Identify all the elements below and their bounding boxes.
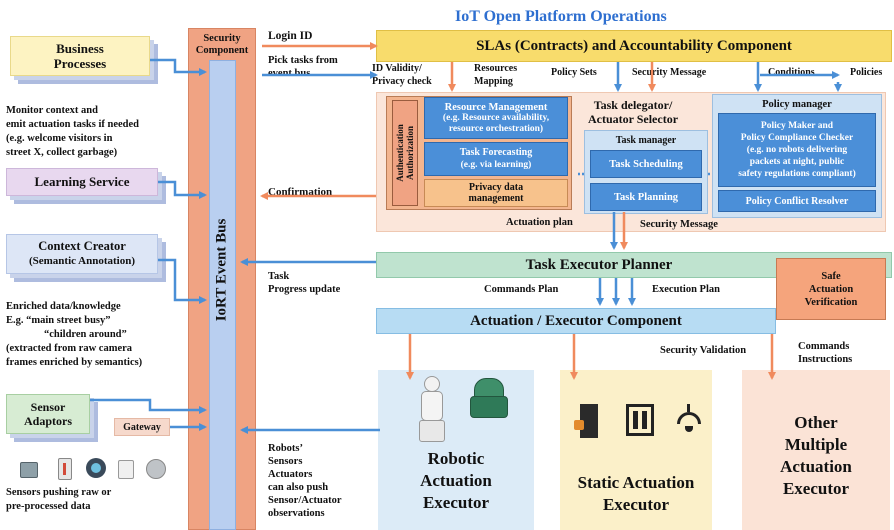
resources-mapping-label: Resources Mapping	[474, 63, 518, 87]
auth-label: Authentication Authorization	[395, 124, 415, 182]
speaker-sensor-icon	[146, 459, 166, 479]
confirmation-label: Confirmation	[268, 186, 333, 198]
context-creator-sublabel: (Semantic Annotation)	[28, 255, 136, 267]
policy-conflict-resolver-box: Policy Conflict Resolver	[718, 190, 876, 212]
camera-sensor-icon	[86, 458, 106, 478]
policy-maker-box: Policy Maker and Policy Compliance Check…	[718, 113, 876, 187]
security-message-label: Security Message	[632, 67, 707, 78]
policies-label: Policies	[850, 67, 883, 78]
phone-sensor-icon	[20, 462, 38, 478]
sla-label: SLAs (Contracts) and Accountability Comp…	[476, 37, 792, 54]
learning-service-box: Learning Service	[6, 168, 158, 196]
learning-service-label: Learning Service	[34, 174, 130, 189]
login-id-label: Login ID	[268, 30, 313, 42]
static-executor-label: Static Actuation Executor	[577, 473, 695, 514]
context-creator-label: Context Creator	[38, 239, 126, 253]
robots-text: Robots’ Sensors Actuators can also push …	[268, 443, 342, 519]
security-validation-label: Security Validation	[660, 345, 747, 356]
sensor-adaptors-box: Sensor Adaptors	[6, 394, 90, 434]
pick-tasks-label: Pick tasks from event bus	[268, 55, 338, 79]
privacy-data-box: Privacy data management	[424, 179, 568, 207]
thermometer-sensor-icon	[58, 458, 72, 480]
policy-sets-label: Policy Sets	[551, 67, 597, 78]
lamp-icon	[674, 404, 704, 438]
gateway-box: Gateway	[114, 418, 170, 436]
task-manager-label: Task manager	[615, 135, 677, 146]
switch-sensor-icon	[118, 460, 134, 479]
auth-strip	[392, 100, 418, 206]
gateway-label: Gateway	[123, 421, 161, 433]
task-planning-box: Task Planning	[590, 183, 702, 211]
sensors-text: Sensors pushing raw or pre-processed dat…	[6, 487, 112, 512]
monitor-text: Monitor context and emit actuation tasks…	[6, 105, 139, 158]
task-forecasting-box: Task Forecasting (e.g. via learning)	[424, 142, 568, 176]
resource-management-box: Resource Management (e.g. Resource avail…	[424, 97, 568, 139]
policy-manager-title: Policy manager	[762, 99, 832, 110]
security-component-label: Security Component	[195, 33, 249, 56]
elevator-icon	[626, 404, 654, 436]
safe-actuation-box: Safe Actuation Verification	[776, 258, 886, 320]
event-bus-label: IoRT Event Bus	[213, 218, 230, 322]
business-processes-label: Business Processes	[53, 41, 107, 71]
execution-plan-label: Execution Plan	[652, 284, 720, 295]
id-validity-label: ID Validity/ Privacy check	[372, 63, 432, 87]
robotic-executor-label: Robotic Actuation Executor	[420, 449, 492, 512]
actuation-executor-box: Actuation / Executor Component	[376, 308, 776, 334]
enriched-text: Enriched data/knowledge E.g. “main stree…	[6, 301, 143, 368]
context-creator-box: Context Creator (Semantic Annotation)	[6, 234, 158, 274]
other-executor-label: Other Multiple Actuation Executor	[780, 413, 852, 498]
green-robot-icon	[470, 378, 508, 418]
sla-component-box: SLAs (Contracts) and Accountability Comp…	[376, 30, 892, 62]
page-title: IoT Open Platform Operations	[455, 8, 667, 25]
actuation-plan-label: Actuation plan	[506, 217, 573, 228]
door-lock-icon	[574, 404, 604, 438]
task-delegator-title: Task delegator/ Actuator Selector	[587, 98, 679, 126]
conditions-label: Conditions	[768, 67, 815, 78]
static-executor-box	[560, 370, 712, 530]
task-scheduling-box: Task Scheduling	[590, 150, 702, 178]
task-progress-label: Task Progress update	[268, 271, 341, 295]
event-bus-inner	[209, 60, 236, 530]
other-executor-box	[742, 370, 890, 530]
security-message-lower-label: Security Message	[640, 219, 718, 230]
business-processes-box: Business Processes	[10, 36, 150, 76]
commands-plan-label: Commands Plan	[484, 284, 559, 295]
humanoid-robot-icon	[418, 376, 445, 442]
robotic-executor-box	[378, 370, 534, 530]
commands-instructions-label: Commands Instructions	[798, 341, 853, 365]
